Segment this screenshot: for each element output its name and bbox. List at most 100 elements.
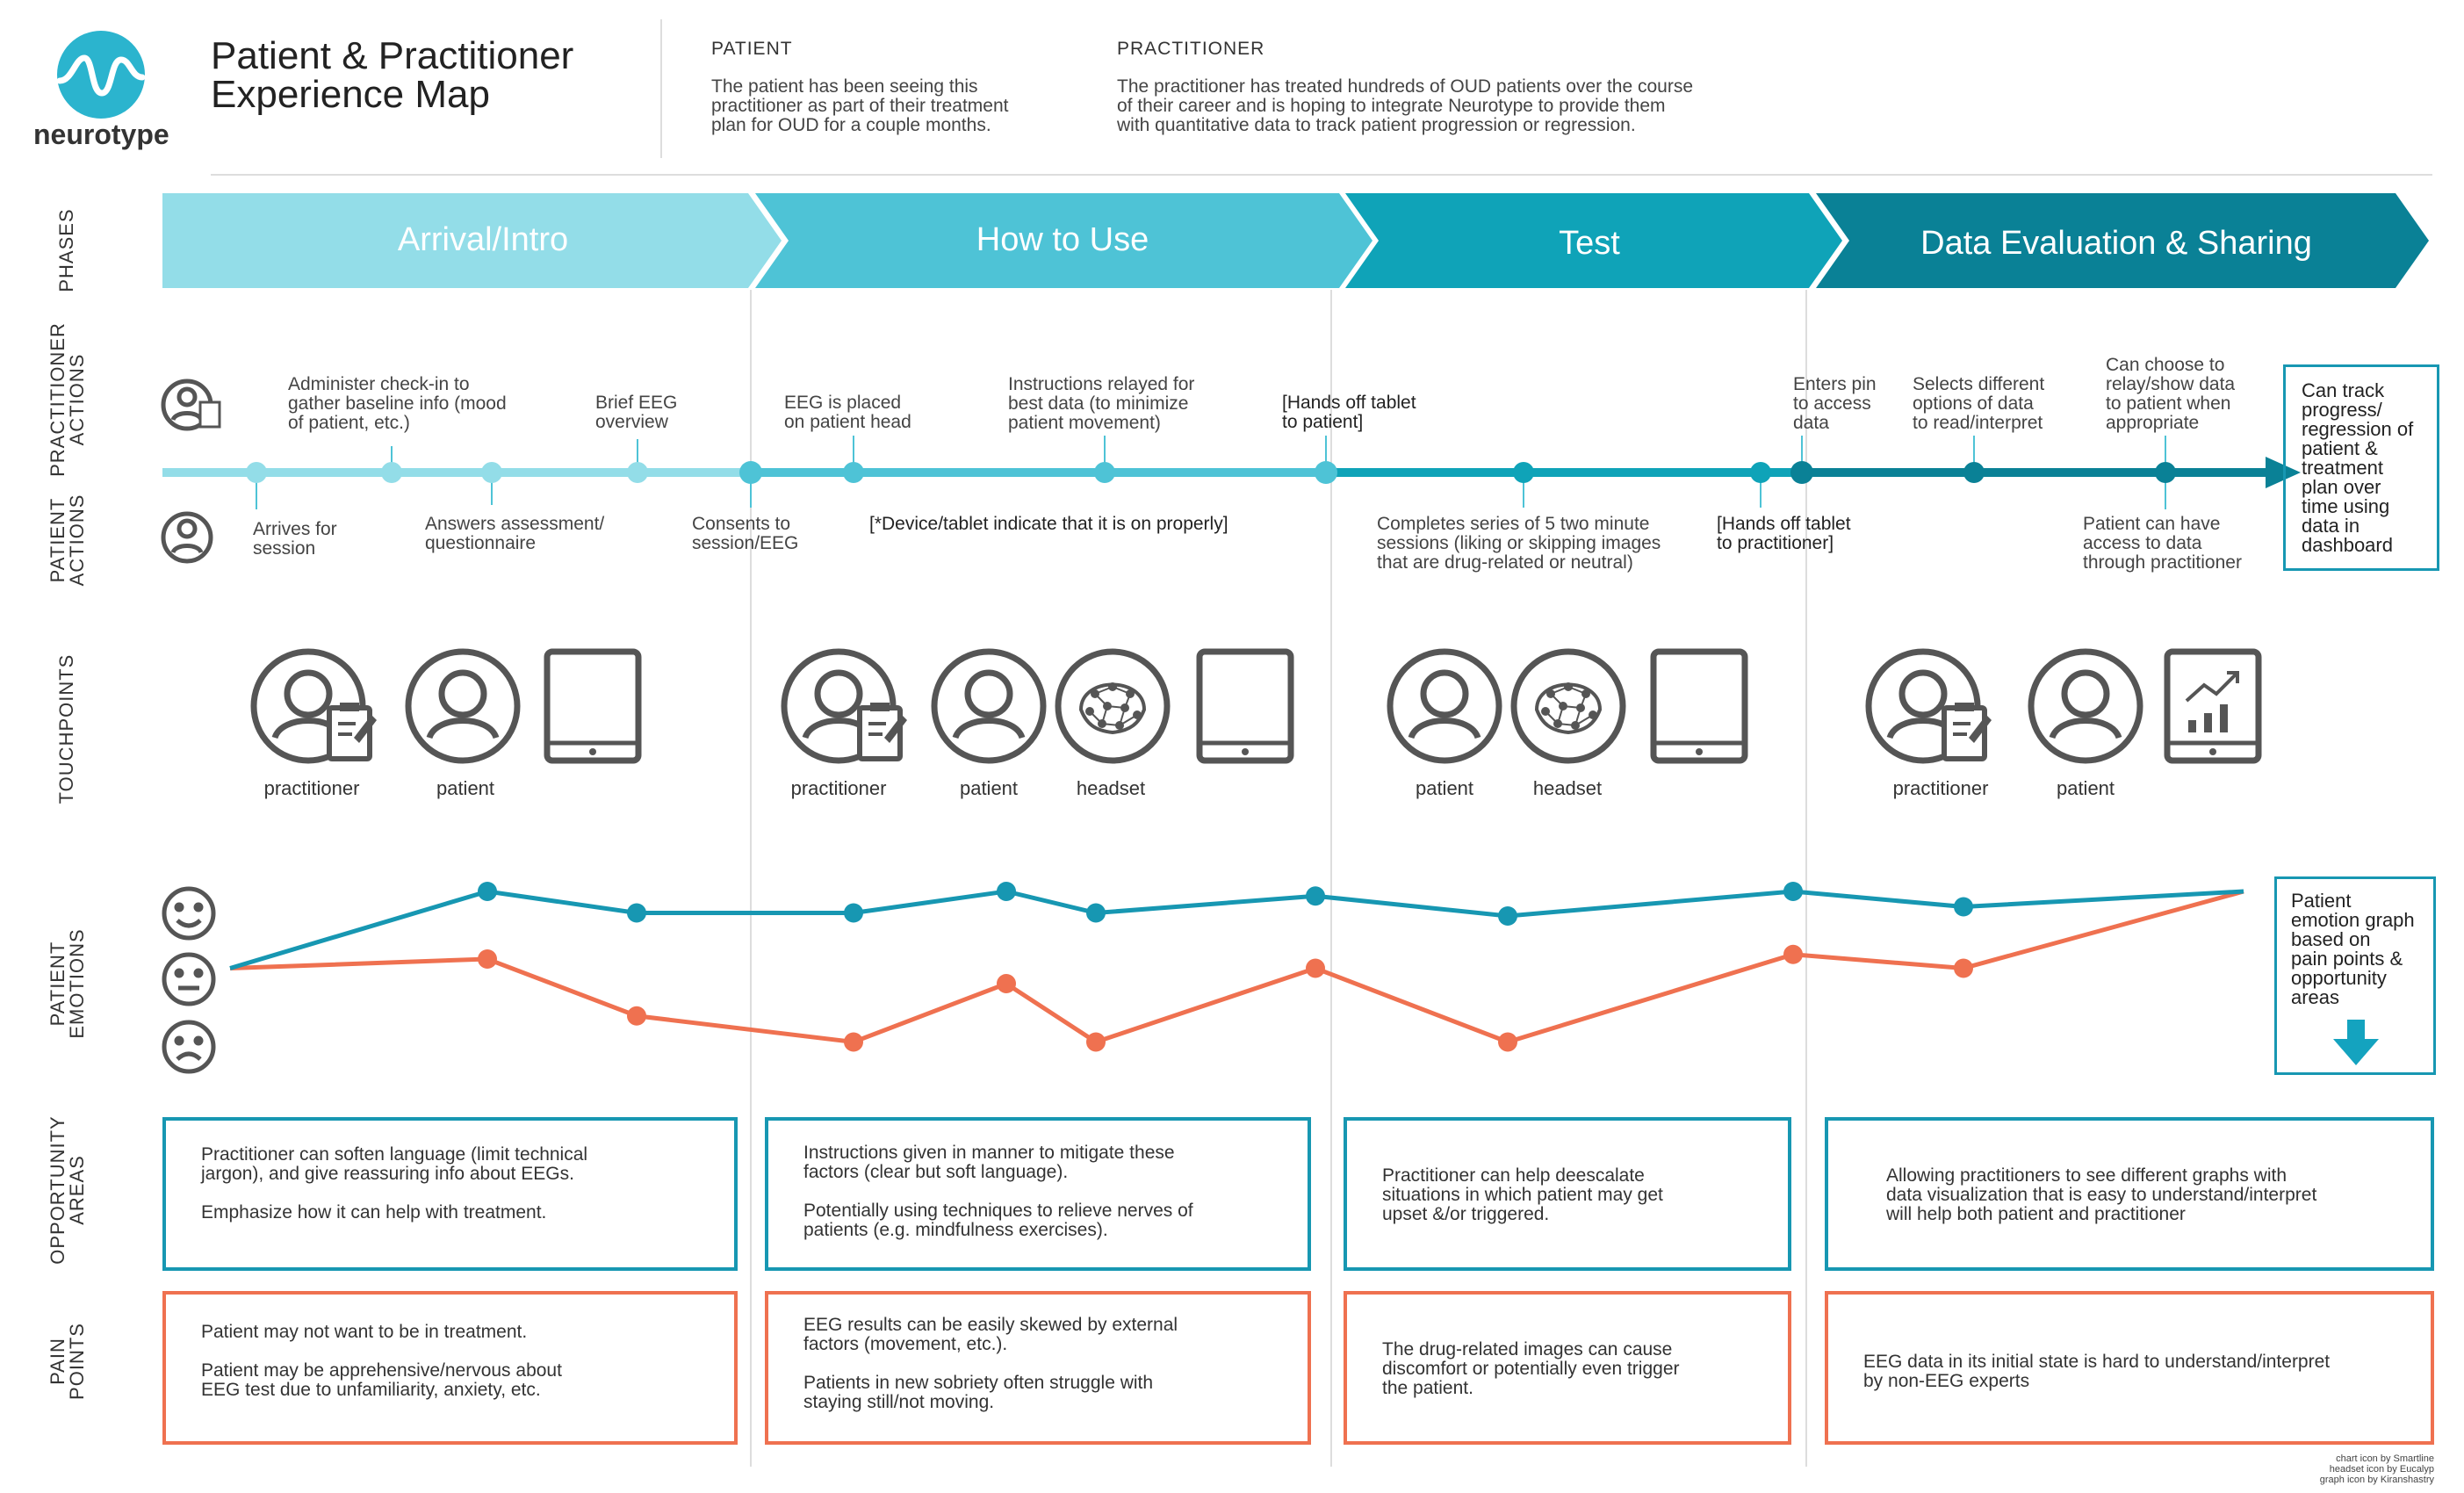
practitioner-actions-icon: [161, 379, 221, 431]
patient-emotion-line: [229, 889, 2244, 970]
timeline-node: [2155, 462, 2176, 483]
phase-chevron-how-to-use: [755, 193, 1372, 288]
phase-separator: [1805, 290, 1807, 1467]
practitioner-emotion-point: [1306, 958, 1325, 978]
patient-action: Completes series of 5 two minute session…: [1377, 514, 1661, 573]
patient-action: [Hands off tablet to practitioner]: [1717, 514, 1851, 553]
happy-face-icon: [162, 886, 216, 941]
pain-point-box: Patient may not want to be in treatment.…: [162, 1291, 738, 1445]
touchpoint-label: headset: [1532, 777, 1603, 799]
neutral-face-icon: [162, 952, 216, 1006]
action-timeline: [161, 379, 2301, 564]
practitioner-action: Brief EEG overview: [595, 393, 678, 432]
practitioner-emotion-point: [1086, 1032, 1106, 1052]
logo-wordmark: neurotype: [33, 119, 169, 150]
practitioner-persona-text: The practitioner has treated hundreds of…: [1117, 76, 1694, 135]
patient-emotion-point: [844, 903, 863, 923]
patient-emotion-point: [1306, 886, 1325, 906]
emotion-faces: [162, 886, 216, 1074]
timeline-node: [1963, 462, 1985, 483]
timeline-end-note-text: Can track progress/ regression of patien…: [2302, 379, 2414, 556]
phase-chevron-test: [1345, 193, 1842, 288]
patient-action: Patient can have access to data through …: [2083, 514, 2242, 573]
emotion-note: Patient emotion graph based on pain poin…: [2274, 876, 2436, 1075]
patient-action: Arrives for session: [253, 519, 337, 559]
touchpoint-label: patient: [959, 777, 1019, 799]
timeline-node: [1094, 462, 1115, 483]
timeline-node: [1790, 461, 1813, 484]
patient-emotion-point: [478, 882, 497, 901]
logo-wave-icon: [56, 31, 146, 119]
patient-persona-text: The patient has been seeing this practit…: [711, 76, 1009, 135]
practitioner-emotion-point: [478, 949, 497, 969]
logo: neurotype: [26, 26, 176, 150]
timeline-node: [1750, 462, 1771, 483]
patient-action: [*Device/tablet indicate that it is on p…: [869, 514, 1228, 534]
phase-banner: [162, 193, 2429, 288]
row-label-pain-points: PAIN POINTS: [47, 1323, 88, 1400]
opportunity-box: Instructions given in manner to mitigate…: [765, 1117, 1311, 1271]
down-arrow-icon: [2333, 1020, 2379, 1065]
practitioner-emotion-point: [997, 974, 1016, 993]
header-rule: [211, 174, 2432, 176]
practitioner-action: [Hands off tablet to patient]: [1282, 393, 1416, 432]
timeline-node: [843, 462, 864, 483]
timeline-node: [481, 462, 502, 483]
emotion-note-text: Patient emotion graph based on pain poin…: [2291, 890, 2415, 1008]
practitioner-emotion-line: [229, 889, 2244, 1045]
opportunity-box: Allowing practitioners to see different …: [1825, 1117, 2434, 1271]
timeline-node: [246, 462, 267, 483]
touchpoint-label: headset: [1076, 777, 1146, 799]
phase-separator: [750, 290, 752, 1467]
patient-persona-label: PATIENT: [711, 39, 793, 59]
practitioner-action: Instructions relayed for best data (to m…: [1008, 374, 1195, 433]
pain-point-box: The drug-related images can cause discom…: [1344, 1291, 1791, 1445]
phase-label-arrival: Arrival/Intro: [397, 221, 569, 258]
phase-separator: [1330, 290, 1332, 1467]
opportunity-box: Practitioner can help deescalate situati…: [1344, 1117, 1791, 1271]
phase-chevron-arrival: [162, 193, 782, 288]
pain-point-box: EEG results can be easily skewed by exte…: [765, 1291, 1311, 1445]
phase-label-data-evaluation: Data Evaluation & Sharing: [1920, 225, 2312, 262]
touchpoint-label: patient: [2056, 777, 2115, 799]
patient-emotion-point: [997, 882, 1016, 901]
sad-face-icon: [162, 1020, 216, 1074]
opportunity-box: Practitioner can soften language (limit …: [162, 1117, 738, 1271]
practitioner-action: Administer check-in to gather baseline i…: [288, 374, 507, 433]
phase-label-how-to-use: How to Use: [976, 221, 1149, 258]
timeline-node: [1315, 461, 1337, 484]
practitioner-emotion-point: [1783, 944, 1803, 964]
timeline-end-note: Can track progress/ regression of patien…: [2283, 364, 2439, 571]
timeline-node: [381, 462, 402, 483]
patient-emotion-point: [627, 903, 646, 923]
touchpoint-label: patient: [436, 777, 495, 799]
practitioner-persona-label: PRACTITIONER: [1117, 39, 1265, 59]
touchpoint-label: practitioner: [1892, 777, 1989, 799]
timeline-node: [627, 462, 648, 483]
patient-emotion-point: [1954, 897, 1973, 917]
patient-emotion-point: [1783, 882, 1803, 901]
pain-point-box: EEG data in its initial state is hard to…: [1825, 1291, 2434, 1445]
touchpoint-label: practitioner: [790, 777, 887, 799]
practitioner-action: Selects different options of data to rea…: [1913, 374, 2045, 433]
header-divider: [660, 19, 662, 158]
practitioner-action: EEG is placed on patient head: [784, 393, 911, 432]
practitioner-action: Can choose to relay/show data to patient…: [2106, 355, 2236, 433]
practitioner-emotion-point: [627, 1006, 646, 1026]
icon-credits: chart icon by Smartline headset icon by …: [2319, 1453, 2434, 1485]
touchpoint-label: practitioner: [263, 777, 360, 799]
timeline-node: [1513, 462, 1534, 483]
patient-emotion-point: [1498, 906, 1517, 926]
practitioner-emotion-point: [1498, 1032, 1517, 1052]
patient-action: Consents to session/EEG: [692, 514, 799, 553]
touchpoint-label: patient: [1415, 777, 1474, 799]
page-title: Patient & Practitioner Experience Map: [211, 34, 574, 116]
patient-actions-icon: [161, 511, 213, 564]
phase-label-test: Test: [1559, 225, 1620, 262]
timeline-node: [739, 461, 762, 484]
row-label-opportunity-areas: OPPORTUNITY AREAS: [47, 1115, 88, 1265]
practitioner-emotion-point: [1954, 958, 1973, 978]
patient-emotion-point: [1086, 903, 1106, 923]
patient-action: Answers assessment/ questionnaire: [425, 514, 605, 553]
phase-chevron-data-evaluation: [1816, 193, 2429, 288]
